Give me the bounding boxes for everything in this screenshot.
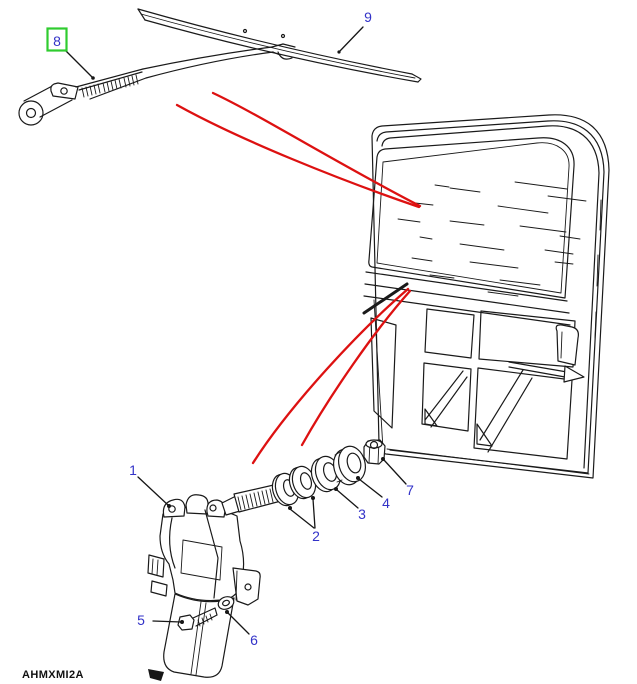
part-9-wiper-blade (137, 8, 422, 83)
callout-7[interactable]: 7 (406, 482, 414, 498)
callout-6[interactable]: 6 (250, 632, 258, 648)
door-frame (363, 114, 610, 479)
lower-door-structure (362, 282, 585, 460)
part-1-wiper-motor (147, 481, 294, 681)
callout-8[interactable]: 8 (53, 33, 61, 49)
callout-1[interactable]: 1 (129, 462, 137, 478)
callout-3[interactable]: 3 (358, 506, 366, 522)
part-8-wiper-arm (18, 43, 284, 126)
part-5-bolt (177, 607, 218, 631)
window-glass (397, 181, 587, 297)
part-6-washer (217, 596, 235, 610)
callout-labels: 1 2 3 4 5 6 7 8 9 (53, 9, 414, 648)
callout-5[interactable]: 5 (137, 612, 145, 628)
part-4-spacer-nut (333, 445, 366, 486)
part-7-nut (363, 439, 386, 465)
callout-4[interactable]: 4 (382, 495, 390, 511)
callout-2[interactable]: 2 (312, 528, 320, 544)
red-leader-lines (175, 91, 422, 465)
callout-9[interactable]: 9 (364, 9, 372, 25)
drawing-code: AHMXMI2A (22, 669, 84, 681)
callout-8-highlight-box[interactable] (46, 27, 68, 52)
part-2-washers (271, 465, 317, 507)
callout-leaders (65, 26, 407, 635)
part-3-washer (310, 455, 342, 493)
